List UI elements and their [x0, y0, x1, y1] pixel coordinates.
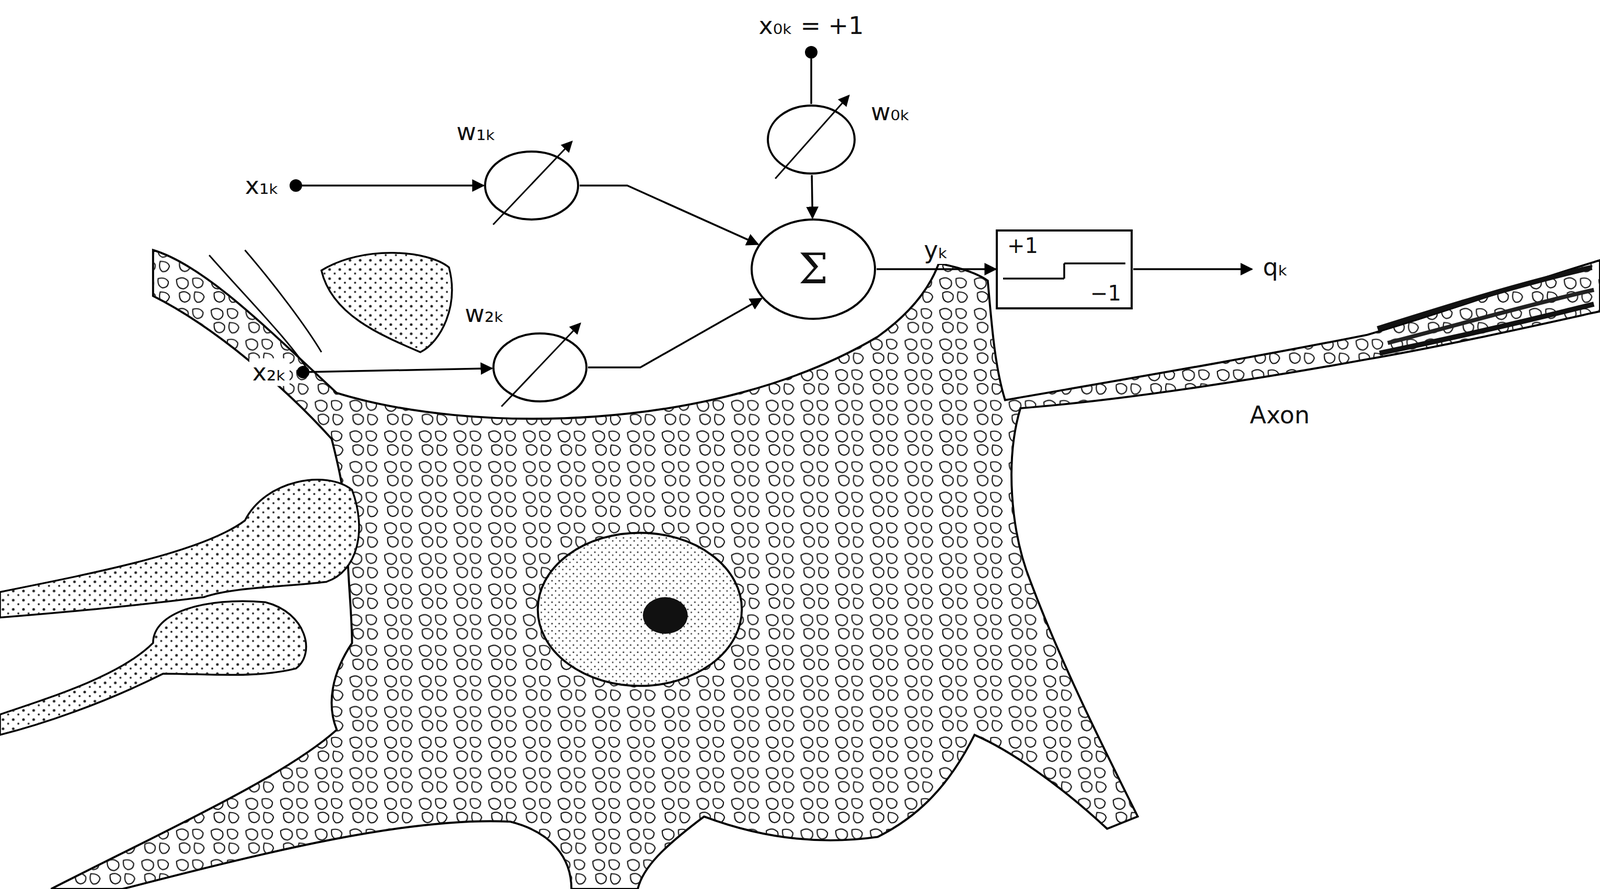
signal-label: yₖ — [921, 236, 952, 264]
input-label: x₀ₖ = +1 — [755, 12, 868, 40]
summing-junction: Σ — [750, 217, 877, 321]
signal-line — [876, 268, 996, 271]
input-terminal: x₂ₖ — [296, 365, 310, 379]
weight-circle: w₁ₖ — [483, 150, 580, 222]
weight-label: w₂ₖ — [461, 300, 508, 328]
variable-weight-symbol — [491, 331, 589, 404]
variable-weight-symbol — [483, 150, 580, 222]
input-terminal: x₁ₖ — [289, 179, 303, 192]
signal-line — [302, 184, 484, 187]
signal-line — [811, 175, 813, 218]
signal-line — [579, 185, 758, 245]
threshold-value: +1 — [1004, 233, 1042, 258]
signal-line — [588, 298, 762, 368]
variable-weight-symbol — [766, 104, 857, 176]
threshold-box: +1 −1 — [995, 229, 1133, 310]
signal-line — [810, 58, 813, 105]
weight-label: w₁ₖ — [453, 118, 500, 146]
output-arrow — [1133, 268, 1252, 271]
weight-circle: w₀ₖ — [766, 104, 857, 176]
weight-label: w₀ₖ — [867, 98, 914, 126]
input-label: x₂ₖ — [249, 358, 290, 387]
sum-symbol: Σ — [795, 246, 832, 293]
output-label: qₖ — [1259, 253, 1292, 282]
signal-line — [309, 368, 492, 373]
weight-circle: w₂ₖ — [491, 331, 589, 404]
threshold-value: −1 — [1087, 281, 1125, 306]
part-label: Axon — [1246, 401, 1314, 430]
input-terminal: x₀ₖ = +1 — [804, 45, 818, 59]
input-label: x₁ₖ — [242, 171, 283, 200]
